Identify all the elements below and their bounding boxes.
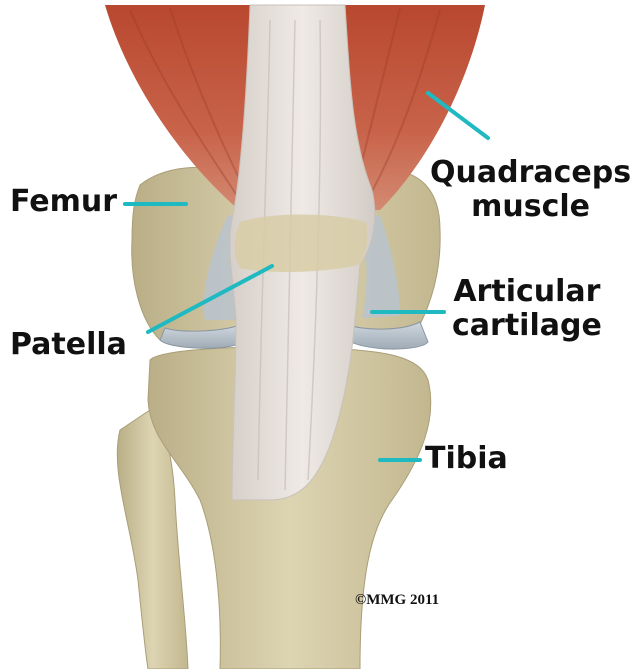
quadraceps-label: Quadraceps muscle: [430, 156, 631, 224]
articular-label-line1: Articular: [452, 275, 602, 309]
tibia-label: Tibia: [425, 442, 508, 476]
quadraceps-label-line1: Quadraceps: [430, 156, 631, 190]
articular-cartilage-label: Articular cartilage: [452, 275, 602, 343]
quadraceps-label-line2: muscle: [430, 190, 631, 224]
patella-label: Patella: [10, 328, 127, 362]
patella-bone: [235, 215, 368, 272]
articular-label-line2: cartilage: [452, 309, 602, 343]
femur-label: Femur: [10, 185, 117, 219]
copyright-notice: ©MMG 2011: [355, 592, 439, 609]
